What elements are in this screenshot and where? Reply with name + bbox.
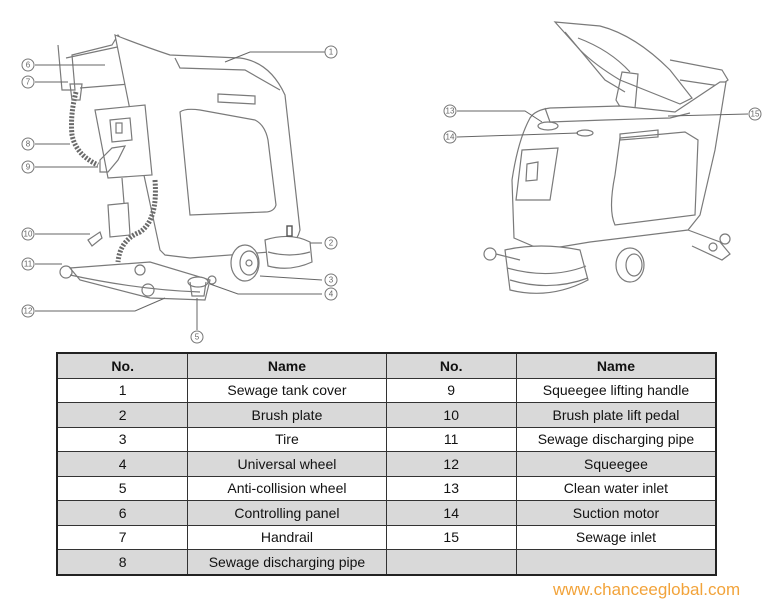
cell-name: Sewage discharging pipe <box>187 549 387 575</box>
callout-9: 9 <box>21 160 35 174</box>
callout-12: 12 <box>21 304 35 318</box>
svg-text:8: 8 <box>26 140 31 149</box>
svg-text:10: 10 <box>24 230 33 239</box>
table-row: 4 Universal wheel 12 Squeegee <box>56 451 717 477</box>
cell-no: 11 <box>385 426 517 452</box>
brush-skirt-shape <box>504 245 589 294</box>
table-row: 8 Sewage discharging pipe <box>56 549 717 575</box>
cell-name: Clean water inlet <box>515 475 717 501</box>
cell-no: 8 <box>56 549 189 575</box>
cell-no: 13 <box>385 475 517 501</box>
svg-text:14: 14 <box>446 133 455 142</box>
cell-no: 6 <box>56 500 189 526</box>
cell-no: 3 <box>56 426 189 452</box>
scrubber-rear-view-diagram: 1 2 3 4 5 6 7 8 9 10 11 12 <box>0 0 360 350</box>
cell-name: Sewage tank cover <box>187 377 387 403</box>
header-no-2: No. <box>385 352 517 379</box>
table-row: 1 Sewage tank cover 9 Squeegee lifting h… <box>56 377 717 403</box>
svg-text:5: 5 <box>195 333 200 342</box>
parts-table: No. Name No. Name 1 Sewage tank cover 9 … <box>56 352 717 576</box>
cell-no: 4 <box>56 451 189 477</box>
svg-text:4: 4 <box>329 290 334 299</box>
svg-text:13: 13 <box>446 107 455 116</box>
cell-name: Squeegee <box>515 451 717 477</box>
cell-name: Universal wheel <box>187 451 387 477</box>
callout-8: 8 <box>21 137 35 151</box>
cell-no: 14 <box>385 500 517 526</box>
table-row: 7 Handrail 15 Sewage inlet <box>56 524 717 550</box>
svg-text:6: 6 <box>26 61 31 70</box>
website-link[interactable]: www.chanceeglobal.com <box>553 580 741 599</box>
cell-no: 5 <box>56 475 189 501</box>
svg-text:1: 1 <box>329 48 334 57</box>
machine-body-front <box>511 81 727 251</box>
cell-no <box>385 549 517 575</box>
cell-name: Suction motor <box>515 500 717 526</box>
callout-6: 6 <box>21 58 35 72</box>
cell-name: Controlling panel <box>187 500 387 526</box>
tire-shape <box>230 244 260 282</box>
cell-no: 2 <box>56 402 189 428</box>
cell-no: 7 <box>56 524 189 550</box>
callout-3: 3 <box>324 273 338 287</box>
callout-2: 2 <box>324 236 338 250</box>
table-row: 6 Controlling panel 14 Suction motor <box>56 500 717 526</box>
table-row: 2 Brush plate 10 Brush plate lift pedal <box>56 402 717 428</box>
cell-no: 15 <box>385 524 517 550</box>
callout-11: 11 <box>21 257 35 271</box>
callout-5: 5 <box>190 330 204 344</box>
callout-7: 7 <box>21 75 35 89</box>
cell-name: Brush plate <box>187 402 387 428</box>
scrubber-front-view-diagram: 13 14 15 <box>430 10 780 310</box>
cell-no: 9 <box>385 377 517 403</box>
table-row: 5 Anti-collision wheel 13 Clean water in… <box>56 475 717 501</box>
callout-1: 1 <box>324 45 338 59</box>
svg-text:9: 9 <box>26 163 31 172</box>
header-no: No. <box>56 352 189 379</box>
header-name: Name <box>187 352 387 379</box>
cell-name: Squeegee lifting handle <box>515 377 717 403</box>
svg-text:12: 12 <box>24 307 33 316</box>
scrubber-front-illustration: 13 14 15 <box>443 21 762 294</box>
cell-no: 1 <box>56 377 189 403</box>
cell-name: Anti-collision wheel <box>187 475 387 501</box>
cell-name: Sewage inlet <box>515 524 717 550</box>
callout-4: 4 <box>324 287 338 301</box>
callout-10: 10 <box>21 227 35 241</box>
cell-name: Handrail <box>187 524 387 550</box>
cell-no: 10 <box>385 402 517 428</box>
scrubber-rear-illustration: 1 2 3 4 5 6 7 8 9 10 11 12 <box>21 33 338 344</box>
svg-text:15: 15 <box>751 110 760 119</box>
svg-text:2: 2 <box>329 239 334 248</box>
table-row: 3 Tire 11 Sewage discharging pipe <box>56 426 717 452</box>
cell-name <box>515 549 717 575</box>
header-name-2: Name <box>515 352 717 379</box>
callout-14: 14 <box>443 130 457 144</box>
callout-15: 15 <box>748 107 762 121</box>
svg-text:11: 11 <box>24 260 33 269</box>
brush-plate-shape <box>264 235 313 269</box>
cell-no: 12 <box>385 451 517 477</box>
cell-name: Brush plate lift pedal <box>515 402 717 428</box>
cell-name: Sewage discharging pipe <box>515 426 717 452</box>
svg-text:3: 3 <box>329 276 334 285</box>
cell-name: Tire <box>187 426 387 452</box>
svg-text:7: 7 <box>26 78 31 87</box>
table-header-row: No. Name No. Name <box>56 352 717 379</box>
callout-13: 13 <box>443 104 457 118</box>
